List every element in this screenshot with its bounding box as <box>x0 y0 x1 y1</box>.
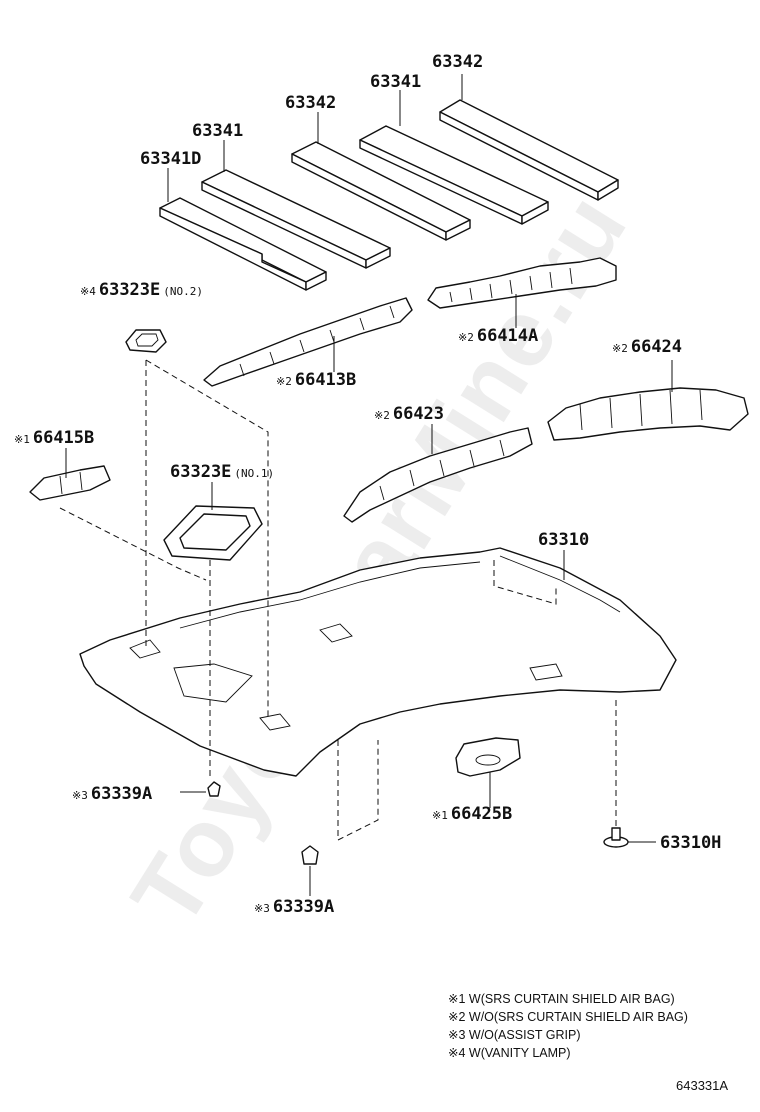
assembly-line <box>59 507 207 581</box>
figure-number: 643331A <box>676 1078 729 1093</box>
vanity-frame-no2 <box>125 329 167 353</box>
footnote: ※4 W(VANITY LAMP) <box>448 1046 571 1060</box>
assembly-line <box>145 359 269 720</box>
label-63341-right: 63341 <box>370 72 422 92</box>
footnote: ※3 W/O(ASSIST GRIP) <box>448 1028 581 1042</box>
leader-lines <box>65 74 673 896</box>
vanity-frame-no1 <box>163 505 263 561</box>
retainer-66413B <box>203 297 413 387</box>
footnotes: ※1 W(SRS CURTAIN SHIELD AIR BAG) ※2 W/O(… <box>448 990 688 1062</box>
pad-63341-left <box>201 169 391 269</box>
clip-63310H <box>603 827 629 848</box>
footnote: ※1 W(SRS CURTAIN SHIELD AIR BAG) <box>448 992 675 1006</box>
bracket-66415B <box>29 465 111 501</box>
clip-63339A-left <box>207 781 221 797</box>
label-63341D: 63341D <box>140 149 202 169</box>
pad-63341D <box>159 197 327 291</box>
assembly-line <box>337 740 379 841</box>
retainer-66414A <box>427 257 617 309</box>
clip-63339A-bottom <box>301 845 319 865</box>
assembly-line <box>493 560 557 605</box>
retainer-66424 <box>547 387 749 441</box>
label-63310: 63310 <box>538 530 590 550</box>
pad-63342-mid <box>291 141 471 241</box>
pad-63342-right <box>439 99 619 201</box>
headliner-63310 <box>79 547 677 777</box>
footnote: ※2 W/O(SRS CURTAIN SHIELD AIR BAG) <box>448 1010 688 1024</box>
label-63310H: 63310H <box>660 833 722 853</box>
label-63341-left: 63341 <box>192 121 244 141</box>
bracket-66425B <box>455 737 521 777</box>
label-63342-right: 63342 <box>432 52 484 72</box>
label-63323E-no1: 63323E(NO.1) <box>170 462 275 482</box>
pad-63341-right <box>359 125 549 225</box>
label-63342-mid: 63342 <box>285 93 337 113</box>
retainer-66423 <box>343 427 533 523</box>
